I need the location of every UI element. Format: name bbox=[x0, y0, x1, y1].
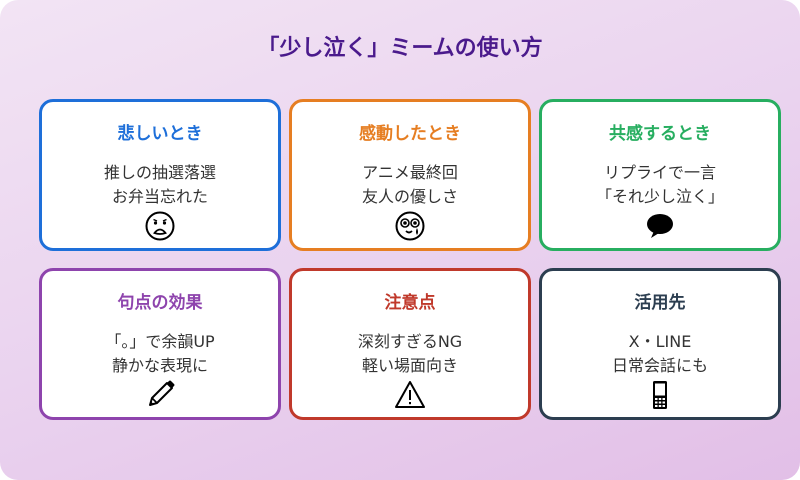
sad-face-icon bbox=[144, 210, 176, 242]
card-text-line: X・LINE bbox=[628, 332, 692, 351]
card-title: 感動したとき bbox=[359, 124, 461, 144]
card-text-line: リプライで一言 bbox=[603, 163, 716, 182]
teary-face-icon bbox=[394, 210, 426, 242]
card-text-line: 推しの抽選落選 bbox=[103, 163, 216, 182]
card-title: 活用先 bbox=[634, 293, 686, 313]
card-moved: 感動したとき アニメ最終回 友人の優しさ bbox=[289, 99, 531, 251]
card-empathy: 共感するとき リプライで一言 「それ少し泣く」 bbox=[539, 99, 781, 251]
card-title: 悲しいとき bbox=[117, 124, 203, 144]
card-title: 句点の効果 bbox=[117, 293, 203, 313]
page-title: 「少し泣く」ミームの使い方 bbox=[257, 36, 543, 61]
card-text-line: アニメ最終回 bbox=[362, 163, 458, 182]
card-text-line: 深刻すぎるNG bbox=[357, 332, 463, 351]
card-text-line: 日常会話にも bbox=[611, 356, 708, 375]
mobile-phone-icon bbox=[644, 379, 676, 411]
card-text-line: お弁当忘れた bbox=[111, 187, 208, 206]
card-text-line: 静かな表現に bbox=[111, 356, 208, 375]
card-text-line: 友人の優しさ bbox=[361, 187, 458, 206]
warning-icon bbox=[394, 379, 426, 411]
card-text-line: 軽い場面向き bbox=[361, 356, 458, 375]
card-caution: 注意点 深刻すぎるNG 軽い場面向き bbox=[289, 268, 531, 420]
card-usage: 活用先 X・LINE 日常会話にも bbox=[539, 268, 781, 420]
card-title: 共感するとき bbox=[609, 124, 711, 144]
card-text-line: 「。」で余韻UP bbox=[105, 332, 215, 351]
card-punctuation: 句点の効果 「。」で余韻UP 静かな表現に bbox=[39, 268, 281, 420]
card-text-line: 「それ少し泣く」 bbox=[595, 187, 724, 206]
pencil-icon bbox=[144, 379, 176, 411]
speech-bubble-icon bbox=[644, 210, 676, 242]
card-title: 注意点 bbox=[384, 293, 436, 313]
card-sad: 悲しいとき 推しの抽選落選 お弁当忘れた bbox=[39, 99, 281, 251]
